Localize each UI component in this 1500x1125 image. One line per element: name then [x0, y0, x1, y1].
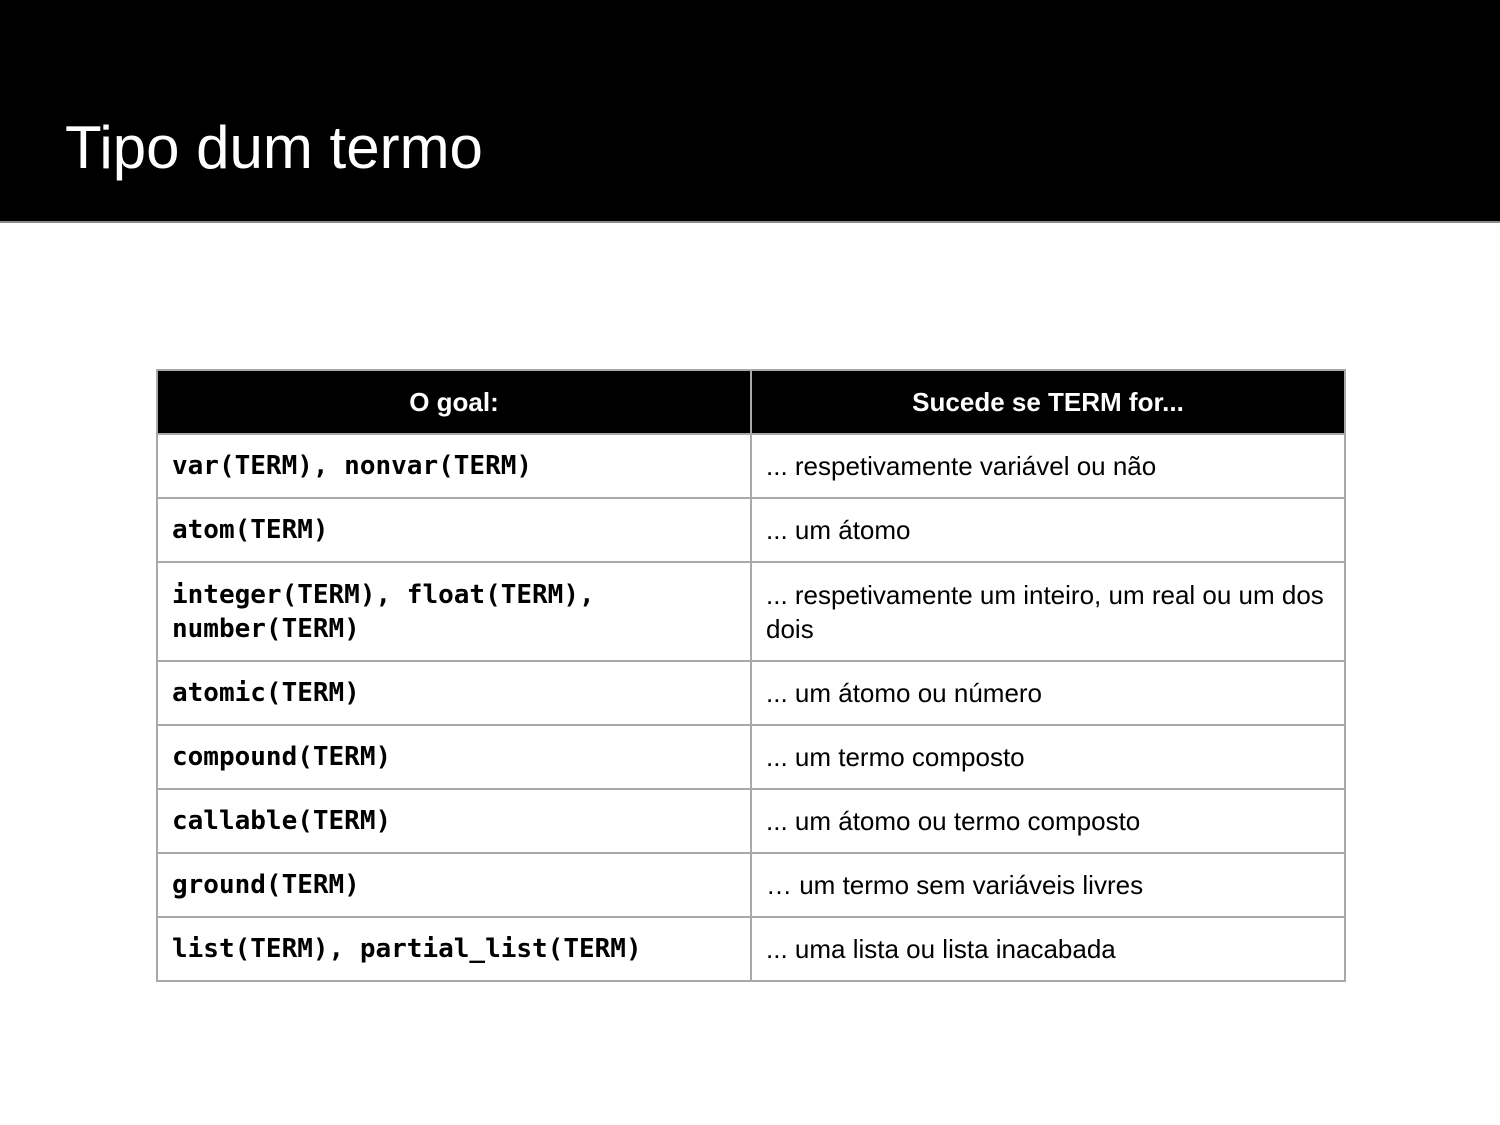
goal-cell: list(TERM), partial_list(TERM) [156, 916, 752, 982]
header-description: Sucede se TERM for... [750, 369, 1346, 435]
table-row: list(TERM), partial_list(TERM) ... uma l… [156, 916, 1346, 982]
table-header-row: O goal: Sucede se TERM for... [156, 369, 1346, 435]
goal-cell: callable(TERM) [156, 788, 752, 854]
table-row: atomic(TERM) ... um átomo ou número [156, 660, 1346, 726]
description-cell: ... um átomo [750, 497, 1346, 563]
goal-cell: integer(TERM), float(TERM), number(TERM) [156, 561, 752, 662]
description-cell: ... um átomo ou número [750, 660, 1346, 726]
table-row: compound(TERM) ... um termo composto [156, 724, 1346, 790]
description-cell: ... respetivamente variável ou não [750, 433, 1346, 499]
goal-cell: var(TERM), nonvar(TERM) [156, 433, 752, 499]
header-goal: O goal: [156, 369, 752, 435]
description-cell: … um termo sem variáveis livres [750, 852, 1346, 918]
table-row: callable(TERM) ... um átomo ou termo com… [156, 788, 1346, 854]
description-cell: ... um termo composto [750, 724, 1346, 790]
description-cell: ... uma lista ou lista inacabada [750, 916, 1346, 982]
table-row: integer(TERM), float(TERM), number(TERM)… [156, 561, 1346, 662]
table-row: atom(TERM) ... um átomo [156, 497, 1346, 563]
description-cell: ... respetivamente um inteiro, um real o… [750, 561, 1346, 662]
goal-cell: atomic(TERM) [156, 660, 752, 726]
goal-cell: compound(TERM) [156, 724, 752, 790]
table-row: ground(TERM) … um termo sem variáveis li… [156, 852, 1346, 918]
description-cell: ... um átomo ou termo composto [750, 788, 1346, 854]
title-bar: Tipo dum termo [0, 0, 1500, 223]
goal-cell: atom(TERM) [156, 497, 752, 563]
goal-cell: ground(TERM) [156, 852, 752, 918]
slide-title: Tipo dum termo [65, 114, 483, 181]
term-type-table: O goal: Sucede se TERM for... var(TERM),… [156, 369, 1346, 982]
table-row: var(TERM), nonvar(TERM) ... respetivamen… [156, 433, 1346, 499]
